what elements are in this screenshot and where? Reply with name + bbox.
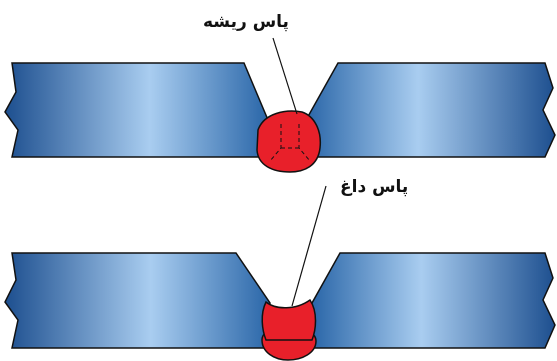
root-pass-fusion-line xyxy=(269,124,311,162)
hot-pass-leader xyxy=(291,185,327,307)
bottom-left-plate xyxy=(4,252,271,349)
top-left-plate xyxy=(4,62,269,158)
root-pass-weld xyxy=(256,110,322,173)
root-pass-label: پاس ریشه xyxy=(203,12,289,32)
hot-pass-weld xyxy=(261,298,317,341)
bottom-joint xyxy=(4,185,556,361)
bottom-right-plate xyxy=(311,252,556,349)
hot-pass-label: پاس داغ xyxy=(340,177,409,197)
top-joint xyxy=(4,37,556,173)
root-pass-leader xyxy=(272,37,298,115)
top-right-plate xyxy=(305,62,556,158)
